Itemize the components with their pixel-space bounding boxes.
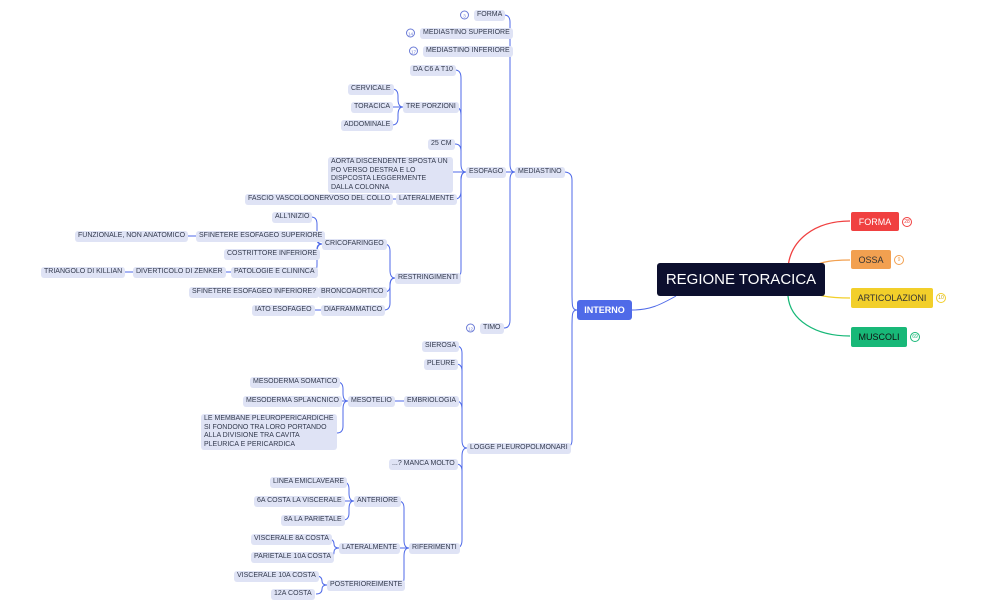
topic-forma[interactable]: FORMA 28 <box>851 212 912 231</box>
topic-muscoli[interactable]: MUSCOLI 69 <box>851 327 920 347</box>
topic-triangolo-killian[interactable]: TRIANGOLO DI KILLIAN <box>41 267 126 278</box>
topic-parietale-10a[interactable]: PARIETALE 10A COSTA <box>251 552 335 563</box>
topic-logge-pleuropolmonari[interactable]: LOGGE PLEUROPOLMONARI <box>467 443 571 454</box>
collapsed-count-badge[interactable]: 12 <box>466 323 475 333</box>
root-topic[interactable]: REGIONE TORACICA <box>657 263 825 296</box>
topic-pleure[interactable]: PLEURE <box>424 359 459 370</box>
topic-label: FORMA <box>477 11 503 18</box>
topic-embriologia[interactable]: EMBRIOLOGIA <box>404 396 460 407</box>
topic-diaframmatico[interactable]: DIAFRAMMATICO <box>321 305 386 316</box>
topic-anteriore[interactable]: ANTERIORE <box>354 496 401 507</box>
topic-sfintere-inferiore[interactable]: SFINETERE ESOFAGEO INFERIORE? <box>189 287 320 298</box>
topic-label: TIMO <box>483 324 501 331</box>
topic-esofago[interactable]: ESOFAGO <box>466 167 507 178</box>
topic-cervicale[interactable]: CERVICALE <box>348 84 394 95</box>
topic-addominale[interactable]: ADDOMINALE <box>341 120 394 131</box>
topic-label: FORMA <box>858 216 892 227</box>
topic-diverticolo-zenker[interactable]: DIVERTICOLO DI ZENKER <box>133 267 226 278</box>
topic-tre-porzioni[interactable]: TRE PORZIONI <box>403 102 459 113</box>
topic-forma-mediastino[interactable]: 3 FORMA <box>460 10 506 21</box>
topic-sierosa[interactable]: SIEROSA <box>422 341 460 352</box>
topic-fascio-vascolonervoso[interactable]: FASCIO VASCOLOONERVOSO DEL COLLO <box>245 194 394 205</box>
topic-iato-esofageo[interactable]: IATO ESOFAGEO <box>252 305 315 316</box>
collapsed-count-badge[interactable]: 17 <box>409 46 418 56</box>
collapsed-count-badge[interactable]: 3 <box>460 10 469 20</box>
topic-posteriormente[interactable]: POSTERIOREIMENTE <box>327 580 406 591</box>
topic-funzionale[interactable]: FUNZIONALE, NON ANATOMICO <box>75 231 189 242</box>
topic-lateralmente-logge[interactable]: LATERALMENTE <box>339 543 401 554</box>
topic-8a-parietale[interactable]: 8A LA PARIETALE <box>281 515 345 526</box>
topic-cricofaringeo[interactable]: CRICOFARINGEO <box>322 239 387 250</box>
topic-membrane-pleuropericardiche[interactable]: LE MEMBANE PLEUROPERICARDICHE SI FONDONO… <box>201 414 337 450</box>
topic-broncoaortico[interactable]: BRONCOAORTICO <box>318 287 387 298</box>
topic-costrittore-inferiore[interactable]: COSTRITTORE INFERIORE <box>224 249 321 260</box>
collapsed-count-badge[interactable]: 14 <box>406 28 415 38</box>
topic-da-c6-a-t10[interactable]: DA C6 A T10 <box>410 65 456 76</box>
collapsed-count-badge[interactable]: 69 <box>910 332 920 342</box>
topic-all-inizio[interactable]: ALL'INIZIO <box>272 212 313 223</box>
topic-interno[interactable]: INTERNO <box>577 300 632 320</box>
collapsed-count-badge[interactable]: 9 <box>894 254 904 265</box>
topic-label: OSSA <box>858 254 884 265</box>
topic-mesotelio[interactable]: MESOTELIO <box>348 396 395 407</box>
collapsed-count-badge[interactable]: 10 <box>936 293 946 303</box>
topic-12a-costa[interactable]: 12A COSTA <box>271 589 315 600</box>
topic-articolazioni[interactable]: ARTICOLAZIONI 10 <box>851 288 946 308</box>
topic-manca-molto[interactable]: ...? MANCA MOLTO <box>389 459 458 470</box>
topic-label: MEDIASTINO INFERIORE <box>426 47 510 54</box>
topic-6a-costa-viscerale[interactable]: 6A COSTA LA VISCERALE <box>254 496 345 507</box>
topic-mesoderma-somatico[interactable]: MESODERMA SOMATICO <box>250 377 341 388</box>
topic-restringimenti[interactable]: RESTRINGIMENTI <box>395 273 461 284</box>
topic-mediastino[interactable]: MEDIASTINO <box>515 167 565 178</box>
topic-label: MUSCOLI <box>858 332 900 342</box>
topic-label: MEDIASTINO SUPERIORE <box>423 29 510 36</box>
topic-toracica[interactable]: TORACICA <box>351 102 394 113</box>
topic-mediastino-inferiore[interactable]: 17 MEDIASTINO INFERIORE <box>409 46 513 57</box>
topic-patologie-clinica[interactable]: PATOLOGIE E CLININCA <box>231 267 318 278</box>
topic-ossa[interactable]: OSSA 9 <box>851 250 904 269</box>
topic-mediastino-superiore[interactable]: 14 MEDIASTINO SUPERIORE <box>406 28 513 39</box>
topic-viscerale-8a[interactable]: VISCERALE 8A COSTA <box>251 534 332 545</box>
topic-lateralmente-esofago[interactable]: LATERALMENTE <box>396 194 458 205</box>
topic-sfintere-superiore[interactable]: SFINETERE ESOFAGEO SUPERIORE <box>196 231 326 242</box>
topic-25-cm[interactable]: 25 CM <box>428 139 455 150</box>
topic-timo[interactable]: 12 TIMO <box>466 323 504 334</box>
topic-riferimenti[interactable]: RIFERIMENTI <box>409 543 460 554</box>
topic-viscerale-10a[interactable]: VISCERALE 10A COSTA <box>234 571 319 582</box>
topic-linea-emiclaveare[interactable]: LINEA EMICLAVEARE <box>270 477 348 488</box>
topic-aorta-discendente[interactable]: AORTA DISCENDENTE SPOSTA UN PO VERSO DES… <box>328 157 453 193</box>
topic-label: ARTICOLAZIONI <box>857 293 927 303</box>
collapsed-count-badge[interactable]: 28 <box>902 216 912 227</box>
topic-mesoderma-splancnico[interactable]: MESODERMA SPLANCNICO <box>243 396 342 407</box>
